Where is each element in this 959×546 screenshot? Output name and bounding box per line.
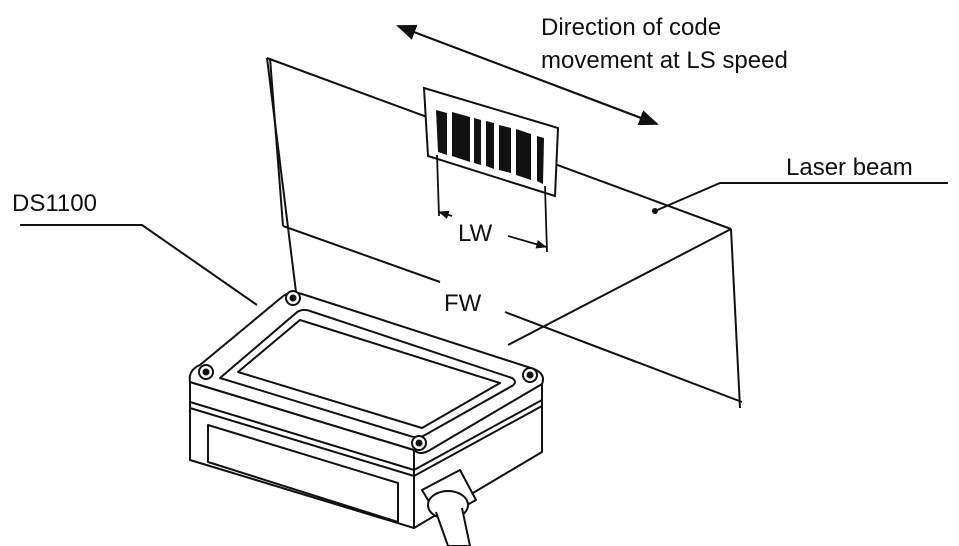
laser-beam-label: Laser beam [786, 154, 913, 181]
ds1100-device [188, 290, 544, 546]
laser-scan-plane [266, 57, 741, 409]
ds1100-leader [20, 224, 258, 306]
lw-dimension [436, 154, 548, 253]
fw-label: FW [444, 290, 482, 317]
laser-beam-leader [652, 182, 948, 214]
barcode-label [422, 86, 560, 198]
device-label: DS1100 [12, 190, 97, 217]
movement-direction-arrow [396, 24, 659, 126]
direction-label-line1: Direction of code [541, 14, 721, 41]
lw-label: LW [458, 220, 493, 247]
fw-dimension [269, 57, 743, 403]
direction-label-line2: movement at LS speed [541, 47, 788, 74]
